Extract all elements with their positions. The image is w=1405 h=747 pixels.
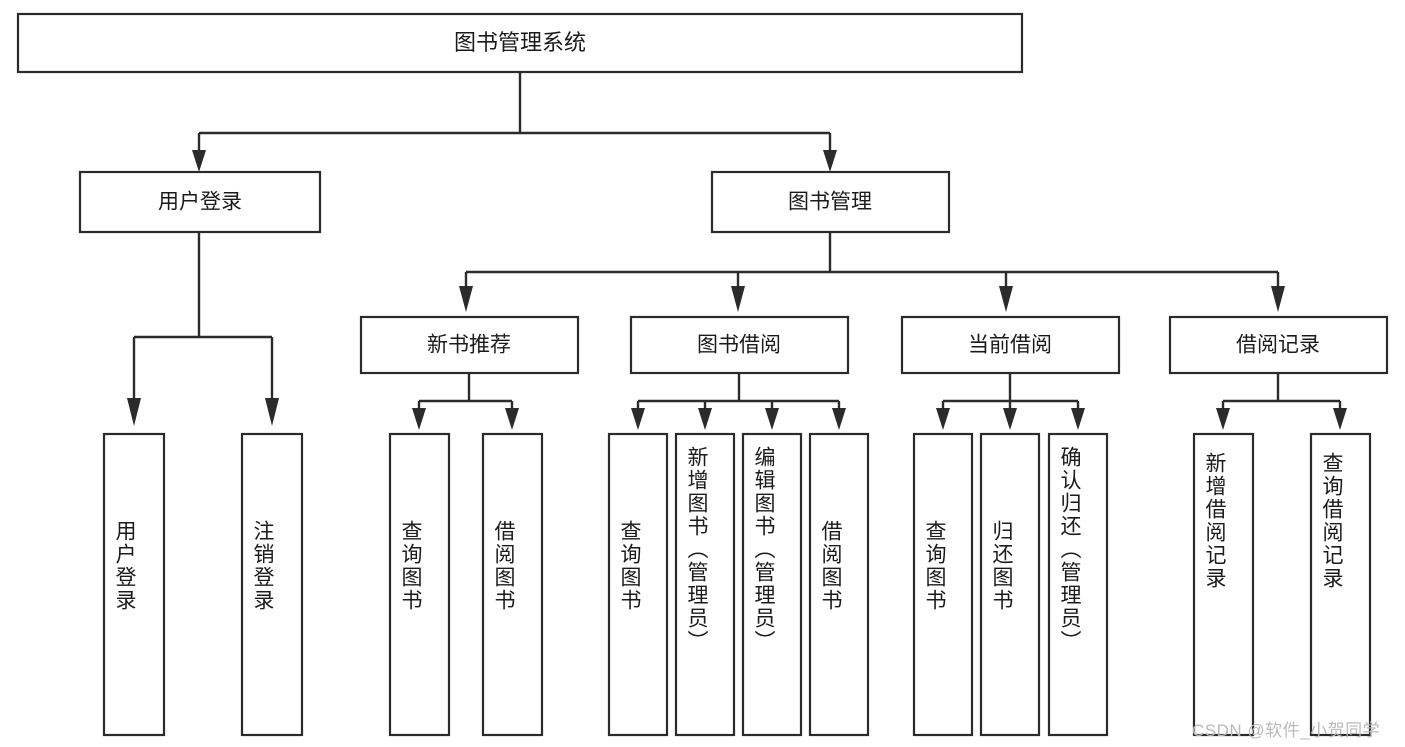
node-root-label: 图书管理系统	[454, 30, 586, 55]
node-current-borrow[interactable]: 当前借阅	[900, 315, 1121, 375]
node-book-borrow-label: 图书借阅	[697, 334, 781, 357]
connector-borrow-to-leaves	[631, 373, 846, 430]
leaf-boxes	[102, 432, 1372, 737]
leaf-box-borrow-book-1[interactable]	[481, 432, 544, 737]
leaf-box-query-record[interactable]	[1309, 432, 1372, 737]
node-user-login[interactable]: 用户登录	[78, 170, 322, 234]
node-current-borrow-label: 当前借阅	[968, 334, 1052, 357]
node-root[interactable]: 图书管理系统	[16, 12, 1024, 74]
leaf-box-query-book-3[interactable]	[912, 432, 974, 737]
connector-user-login-to-leaves	[127, 232, 279, 426]
leaf-box-edit-book-admin[interactable]	[741, 432, 803, 737]
connector-root-to-level2	[192, 72, 837, 172]
connector-new-book-to-leaves	[412, 373, 519, 430]
leaf-box-confirm-return[interactable]	[1047, 432, 1109, 737]
node-borrow-record-label: 借阅记录	[1236, 334, 1320, 357]
node-user-login-label: 用户登录	[158, 191, 242, 214]
node-book-management-label: 图书管理	[788, 191, 872, 214]
connector-book-mgmt-to-level3	[459, 232, 1285, 312]
connector-borrow-record-to-leaves	[1216, 373, 1347, 430]
leaf-box-add-record[interactable]	[1192, 432, 1255, 737]
node-book-management[interactable]: 图书管理	[710, 170, 951, 234]
leaf-box-query-book-2[interactable]	[607, 432, 669, 737]
connector-current-borrow-to-leaves	[936, 373, 1085, 430]
leaf-box-borrow-book-2[interactable]	[808, 432, 870, 737]
csdn-watermark: CSDN @软件_小贺同学	[1192, 721, 1381, 740]
leaf-box-query-book-1[interactable]	[388, 432, 451, 737]
leaf-box-return-book[interactable]	[979, 432, 1041, 737]
leaf-box-add-book-admin[interactable]	[674, 432, 736, 737]
node-book-borrow[interactable]: 图书借阅	[629, 315, 850, 375]
node-new-book-recommend-label: 新书推荐	[427, 334, 511, 357]
node-borrow-record[interactable]: 借阅记录	[1168, 315, 1389, 375]
leaf-box-user-login[interactable]	[102, 432, 166, 737]
node-new-book-recommend[interactable]: 新书推荐	[359, 315, 580, 375]
leaf-box-logout[interactable]	[240, 432, 304, 737]
